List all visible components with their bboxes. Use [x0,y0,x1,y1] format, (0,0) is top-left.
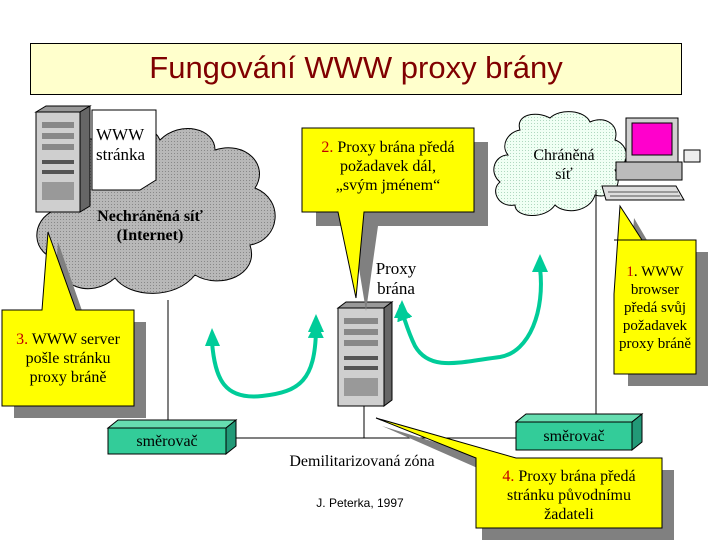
protected-line2: síť [555,166,573,184]
callout-3-line2: pošle stránku [25,350,111,368]
www-page-line1: WWW [96,125,145,144]
author-credit: J. Peterka, 1997 [316,496,404,510]
www-page-note [91,109,157,191]
callout-1-number: 1 [626,264,634,280]
network-lines [167,190,597,439]
www-server-icon [34,105,92,213]
callout-1-bubble [613,204,708,386]
page-title: Fungování WWW proxy brány [149,50,563,85]
title-box: Fungování WWW proxy brány [30,43,682,95]
callout-1-line1: . WWW [633,264,684,280]
proxy-line2: brána [377,279,415,299]
proxy-line1: Proxy [375,259,417,278]
callout-1-line4: požadavek [622,318,688,334]
callout-1-text: 1. WWW browser předá svůj požadavek prox… [610,263,700,353]
callout-2-bubble [301,127,488,311]
callout-2-line2: požadavek dál, [340,158,436,176]
arrow-head-center [308,314,324,332]
proxy-server-icon [336,301,394,407]
callout-2-text: 2. Proxy brána předá požadavek dál, „svý… [302,138,474,196]
callout-4-line1: Proxy brána předá [514,468,636,485]
arrow-heads [205,254,548,346]
callout-4-line2: stránku původnímu [507,487,631,505]
proxy-label: Proxy brána [358,259,434,300]
www-page-line2: stránka [96,145,146,165]
internet-line1: Nechráněná síť [97,208,203,225]
internet-line2: (Internet) [116,227,184,245]
callout-2-line3: „svým jménem“ [335,177,441,195]
arrow-head-right [532,254,548,272]
callout-3-text: 3. WWW server pošle stránku proxy bráně [2,330,134,388]
router-left-box [106,418,238,456]
callout-3-line1: WWW server [28,331,120,348]
callout-4-bubble [375,417,674,540]
internet-label: Nechráněná síť (Internet) [70,207,230,245]
arrow-head-proxy [394,300,410,318]
dmz-label: Demilitarizovaná zóna [289,453,435,470]
callout-4-number: 4. [502,468,515,485]
client-workstation-icon [601,117,701,201]
protected-line1: Chráněná [533,147,595,164]
callout-3-number: 3. [16,331,29,348]
arrow-from-proxy [397,266,543,366]
callout-3-line3: proxy bráně [29,369,107,387]
router-right-label: směrovač [543,428,605,445]
arrow-head-left [205,328,220,346]
callout-1-line5: proxy bráně [618,336,692,352]
callout-1-line2: browser [630,282,680,298]
protected-network-label: Chráněná síť [512,146,616,184]
protected-network-cloud [493,111,627,216]
callout-4-text: 4. Proxy brána předá stránku původnímu ž… [476,467,662,525]
callout-2-number: 2. [321,139,334,156]
callout-3-bubble [1,231,146,418]
callout-2-line1: Proxy brána předá [333,139,455,156]
flow-arrows [210,266,543,399]
arrow-to-proxy [210,322,324,399]
callout-4-line3: žadateli [544,506,594,524]
router-left-label: směrovač [136,433,198,450]
callout-1-line3: předá svůj [623,300,687,316]
www-page-label: WWW stránka [92,125,158,166]
router-right-box [514,412,644,452]
